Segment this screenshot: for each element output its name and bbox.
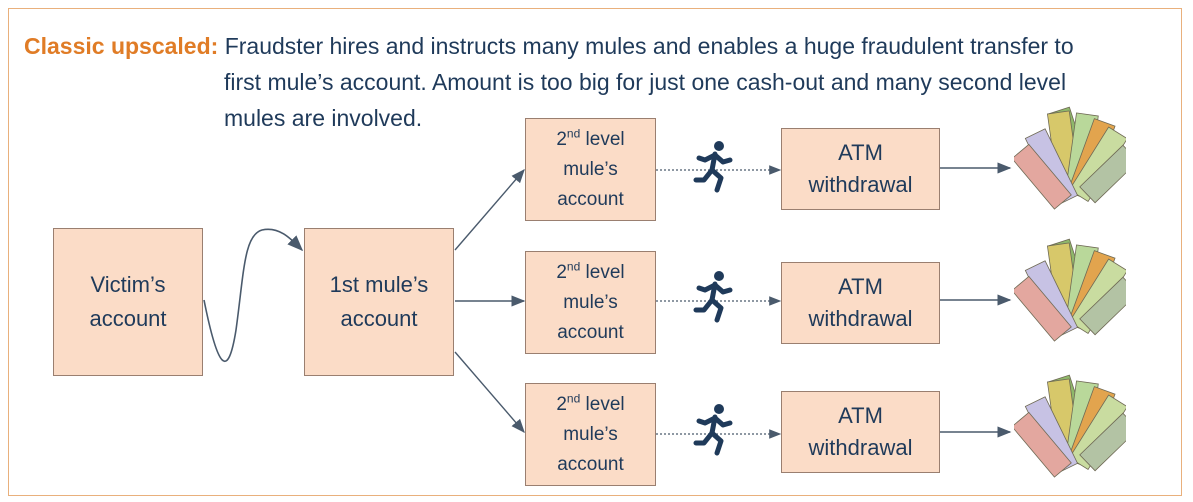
mule-account-text: mule’s account bbox=[557, 291, 624, 343]
mule-level-num: 2 bbox=[556, 261, 567, 283]
mule-level-sup: nd bbox=[566, 391, 581, 406]
arrow-to-mule-1 bbox=[454, 168, 525, 251]
victim-account-box: Victim’s account bbox=[53, 228, 203, 376]
euro-banknotes-icon bbox=[1014, 374, 1126, 478]
mule-account-text: mule’s account bbox=[557, 423, 624, 475]
atm-withdrawal-label: ATM withdrawal bbox=[808, 274, 913, 331]
caption: Classic upscaled: Fraudster hires and in… bbox=[24, 28, 1174, 136]
caption-line-3: mules are involved. bbox=[224, 105, 423, 131]
arrow-to-mule-3 bbox=[454, 351, 525, 434]
mule-account-text: mule’s account bbox=[557, 158, 624, 210]
mule-level-text: level bbox=[580, 393, 625, 415]
caption-text-1: Fraudster hires and instructs many mules… bbox=[224, 33, 1074, 59]
atm-withdrawal-label: ATM withdrawal bbox=[808, 403, 913, 460]
mule-level-text: level bbox=[580, 261, 625, 283]
running-person-icon bbox=[693, 271, 733, 323]
atm-withdrawal-box-2: ATM withdrawal bbox=[781, 262, 940, 344]
mule-level-text: level bbox=[580, 128, 625, 150]
euro-banknotes-icon bbox=[1014, 238, 1126, 342]
second-level-mule-box-2: 2nd level mule’s account bbox=[525, 251, 656, 354]
caption-line-2: first mule’s account. Amount is too big … bbox=[224, 69, 1067, 95]
first-mule-account-label: 1st mule’s account bbox=[329, 272, 429, 331]
caption-lead: Classic upscaled: bbox=[24, 33, 219, 59]
mule-level-num: 2 bbox=[556, 128, 567, 150]
running-person-icon bbox=[693, 404, 733, 456]
running-person-icon bbox=[693, 141, 733, 193]
second-level-mule-box-1: 2nd level mule’s account bbox=[525, 118, 656, 221]
second-level-mule-box-3: 2nd level mule’s account bbox=[525, 383, 656, 486]
euro-banknotes-icon bbox=[1014, 106, 1126, 210]
first-mule-account-box: 1st mule’s account bbox=[304, 228, 454, 376]
mule-level-num: 2 bbox=[556, 393, 567, 415]
transfer-squiggle bbox=[203, 228, 304, 363]
atm-withdrawal-box-1: ATM withdrawal bbox=[781, 128, 940, 210]
victim-account-label: Victim’s account bbox=[89, 272, 167, 331]
atm-withdrawal-box-3: ATM withdrawal bbox=[781, 391, 940, 473]
caption-line-1: Classic upscaled: Fraudster hires and in… bbox=[24, 28, 1174, 64]
mule-level-sup: nd bbox=[566, 259, 581, 274]
atm-withdrawal-label: ATM withdrawal bbox=[808, 140, 913, 197]
mule-level-sup: nd bbox=[566, 126, 581, 141]
